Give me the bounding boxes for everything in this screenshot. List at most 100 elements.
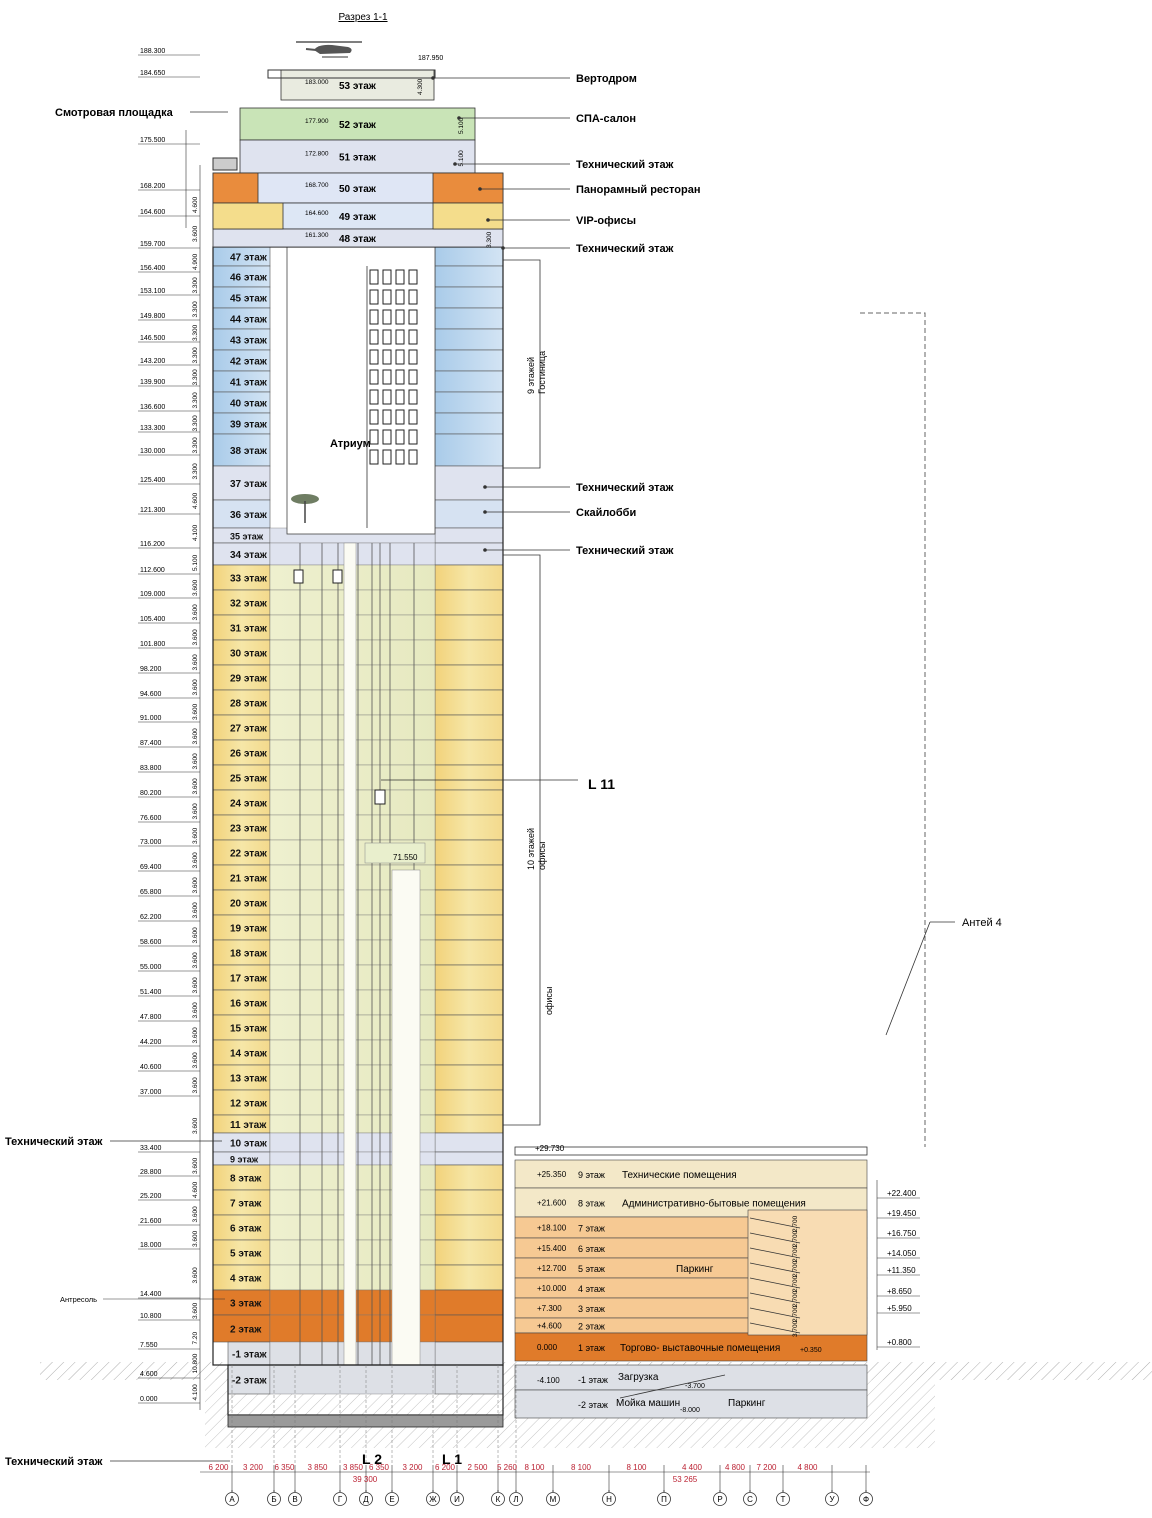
floor-band-left — [212, 639, 271, 666]
zone-bracket-label: 10 этажей — [526, 828, 536, 870]
floor-height-dim: 3.300 — [192, 392, 199, 409]
window-mark — [408, 269, 418, 285]
floor-band-left — [212, 499, 271, 529]
window-mark — [382, 449, 392, 465]
floor-band-right — [434, 265, 504, 288]
floor-height-dim: 3.600 — [192, 1267, 199, 1284]
under-mark: +0.350 — [800, 1347, 822, 1354]
elevation-mark: 73.000 — [140, 839, 162, 846]
elevation-mark: 80.200 — [140, 790, 162, 797]
under-room: Загрузка — [618, 1372, 659, 1383]
axis-letter: Ф — [863, 1495, 869, 1504]
floor-height-dim: 3.600 — [192, 679, 199, 696]
elevation-mark: 105.400 — [140, 616, 165, 623]
floor-band-right — [434, 370, 504, 393]
crown-wing — [212, 202, 284, 230]
floor-band-left — [212, 1239, 271, 1266]
crown-floor-label: 48 этаж — [339, 234, 377, 245]
podium-floor-label: 2 этаж — [578, 1322, 605, 1332]
window-mark — [408, 449, 418, 465]
floor-label: 45 этаж — [230, 294, 268, 305]
floor-band-right — [434, 639, 504, 666]
window-mark — [382, 269, 392, 285]
callout-label: Вертодром — [576, 73, 637, 85]
floor-band-right — [434, 433, 504, 467]
floor-band-right — [434, 1164, 504, 1191]
callout-dot — [453, 162, 457, 166]
crown-floor-mark: 168.700 — [305, 182, 329, 189]
axis-letter: В — [292, 1495, 297, 1504]
floor-label: 25 этаж — [230, 774, 268, 785]
floor-band-right — [434, 914, 504, 941]
window-mark — [395, 369, 405, 385]
podium-floor-mark: +15.400 — [537, 1244, 567, 1253]
floor-height-dim: 3.300 — [192, 369, 199, 386]
floor-height-dim: 3.600 — [192, 902, 199, 919]
floor-label: 19 этаж — [230, 924, 268, 935]
floor-height-dim: 3.600 — [192, 703, 199, 720]
floor-band-right — [434, 286, 504, 309]
floor-height-dim: 5.100 — [192, 554, 199, 571]
floor-label: 2 этаж — [230, 1325, 262, 1336]
dim-value: 2 500 — [467, 1463, 488, 1472]
crown-floor-height: 3.300 — [486, 231, 493, 248]
floor-height-dim: 3.600 — [192, 852, 199, 869]
floor-band-right — [434, 989, 504, 1016]
floor-height-dim: 4.600 — [192, 196, 199, 213]
floor-height-dim: 10.800 — [192, 1353, 199, 1373]
dim-value: 4 800 — [797, 1463, 818, 1472]
callout-label: Технический этаж — [576, 545, 674, 557]
ramp-height: 2.700 — [792, 1215, 799, 1232]
helicopter-icon — [296, 41, 362, 58]
floor-label: 30 этаж — [230, 649, 268, 660]
ramp-line — [749, 1322, 801, 1334]
window-mark — [408, 349, 418, 365]
floor-height-dim: 3.600 — [192, 778, 199, 795]
elevation-mark: 94.600 — [140, 691, 162, 698]
dim-value: 8 100 — [571, 1463, 592, 1472]
axis-letter: Г — [338, 1495, 343, 1504]
axis-bubble — [776, 1492, 790, 1506]
dim-value: 8 100 — [524, 1463, 545, 1472]
window-mark — [369, 329, 379, 345]
floor-label: 29 этаж — [230, 674, 268, 685]
podium-room-label: Технические помещения — [622, 1170, 737, 1181]
elevation-mark: 149.800 — [140, 313, 165, 320]
axis-letter: Н — [606, 1495, 612, 1504]
floor-height-dim: 3.600 — [192, 604, 199, 621]
floor-label: 34 этаж — [230, 550, 268, 561]
floor-band-right — [434, 1314, 504, 1343]
section-title: Разрез 1-1 — [338, 12, 388, 23]
callout-dot — [431, 76, 435, 80]
axis-letter: А — [229, 1495, 235, 1504]
podium-floor-band — [514, 1159, 868, 1189]
ramp-line — [749, 1232, 801, 1244]
floor-height-dim: 4.600 — [192, 492, 199, 509]
window-mark — [408, 309, 418, 325]
under-mark: -8.000 — [680, 1407, 700, 1414]
floor-label: 40 этаж — [230, 399, 268, 410]
elevation-mark: 83.800 — [140, 765, 162, 772]
elevation-mark: 76.600 — [140, 815, 162, 822]
crown-floor-mark: 183.000 — [305, 79, 329, 86]
elevation-mark: 156.400 — [140, 265, 165, 272]
window-mark — [395, 449, 405, 465]
podium-floor-label: 8 этаж — [578, 1199, 605, 1209]
floor-band-right — [434, 614, 504, 641]
foundation-slab — [227, 1414, 504, 1428]
dim-value: 5 260 — [497, 1463, 518, 1472]
dim-value: 6 200 — [208, 1463, 229, 1472]
floor-label: 32 этаж — [230, 599, 268, 610]
dim-value: 3 200 — [243, 1463, 264, 1472]
elevation-mark: 4.600 — [140, 1371, 158, 1378]
elevation-mark: 98.200 — [140, 666, 162, 673]
ramp-line — [749, 1217, 801, 1229]
window-mark — [395, 349, 405, 365]
elevation-mark: 101.800 — [140, 641, 165, 648]
axis-letter: И — [454, 1495, 460, 1504]
floor-label: 47 этаж — [230, 253, 268, 264]
axis-letter: К — [496, 1495, 501, 1504]
callout-dot — [501, 246, 505, 250]
floor-label: 21 этаж — [230, 874, 268, 885]
